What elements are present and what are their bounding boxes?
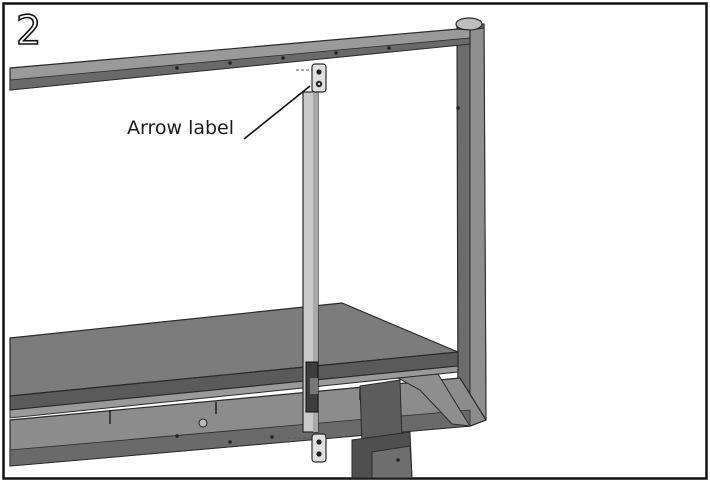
vertical-support-bar	[302, 91, 319, 433]
callout-label: Arrow label	[127, 117, 235, 139]
top-rail	[9, 28, 471, 91]
shelf	[9, 302, 459, 419]
bottom-bracket-tab	[311, 433, 327, 463]
right-upright-post	[455, 17, 487, 427]
callout-leader-line	[243, 85, 311, 140]
step-number: 2	[15, 8, 42, 54]
top-bracket-tab	[311, 63, 327, 93]
base-column	[351, 373, 471, 479]
